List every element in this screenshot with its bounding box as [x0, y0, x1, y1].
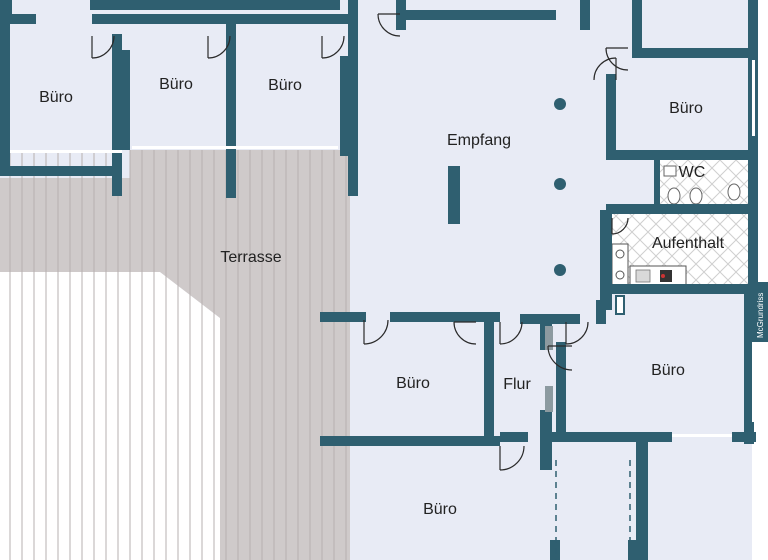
wall-segment — [556, 342, 566, 442]
wall-segment — [92, 14, 348, 24]
wall-segment — [560, 432, 672, 442]
wall-segment — [540, 410, 552, 470]
door-swing — [611, 217, 629, 235]
wall-segment — [340, 56, 350, 156]
wall-segment — [748, 150, 758, 300]
door-swing — [453, 321, 477, 345]
door-swing — [565, 321, 589, 345]
wall-segment — [320, 312, 366, 322]
wall-segment — [606, 150, 756, 160]
wc-fixtures — [663, 165, 741, 205]
wall-segment — [628, 540, 638, 560]
wall-segment — [636, 440, 648, 560]
wall-segment — [500, 432, 528, 442]
door-swing — [377, 13, 401, 37]
wall-segment — [120, 50, 130, 60]
kitchen-counter — [629, 265, 687, 287]
wall-segment — [120, 60, 130, 150]
wall-segment — [348, 0, 358, 196]
wall-segment — [390, 312, 500, 322]
wall-segment — [90, 0, 280, 10]
wall-segment — [748, 0, 758, 50]
label-buero-n1: Büro — [159, 76, 193, 93]
label-terrasse: Terrasse — [220, 249, 281, 266]
wall-segment — [348, 156, 358, 196]
door-swing — [207, 35, 231, 59]
wall-segment — [600, 210, 612, 310]
label-buero-nw: Büro — [39, 89, 73, 106]
wall-segment — [0, 166, 120, 176]
label-buero-e: Büro — [651, 362, 685, 379]
wall-segment — [606, 204, 756, 214]
wall-segment — [280, 0, 340, 10]
doors — [91, 13, 631, 560]
door-swing — [91, 35, 115, 59]
room-labels: Büro Büro Büro Empfang Büro WC Aufenthal… — [39, 76, 724, 518]
wall-segment — [226, 58, 236, 198]
wall-segment — [632, 22, 642, 52]
label-buero-c: Büro — [396, 375, 430, 392]
sliding-doors — [545, 295, 625, 412]
door-swing — [499, 445, 525, 471]
door-swing — [321, 35, 345, 59]
door-swing — [593, 57, 617, 81]
appliance-column — [611, 243, 629, 289]
wall-segment — [606, 74, 616, 154]
wall-segment — [12, 14, 36, 24]
label-aufenthalt: Aufenthalt — [652, 235, 725, 252]
door-swing — [547, 345, 573, 371]
wall-segment — [226, 14, 236, 60]
columns — [448, 98, 566, 276]
wall-segment — [0, 14, 10, 174]
wall-segment — [654, 150, 660, 210]
label-buero-n2: Büro — [268, 77, 302, 94]
windows — [10, 60, 755, 437]
label-wc: WC — [679, 164, 706, 181]
wall-segment — [320, 436, 500, 446]
wall-segment — [580, 0, 590, 30]
door-swing — [499, 321, 523, 345]
wall-segment — [484, 312, 494, 442]
label-buero-s: Büro — [423, 501, 457, 518]
wall-segment — [596, 300, 606, 324]
wall-segment — [632, 48, 756, 58]
label-empfang: Empfang — [447, 132, 511, 149]
wall-segment — [744, 294, 754, 444]
wall-segment — [520, 314, 580, 324]
door-swing — [363, 319, 389, 345]
label-flur: Flur — [503, 376, 531, 393]
terrace — [0, 150, 350, 560]
watermark-text: McGrundriss — [756, 293, 765, 338]
wall-segment — [600, 284, 756, 294]
label-buero-ne: Büro — [669, 100, 703, 117]
courtyard — [0, 272, 220, 560]
wall-segment — [396, 10, 556, 20]
wall-segment — [112, 34, 122, 196]
watermark: McGrundriss — [752, 282, 768, 342]
wall-segment — [550, 540, 560, 560]
door-swing — [605, 47, 629, 71]
wall-segment — [632, 0, 642, 24]
